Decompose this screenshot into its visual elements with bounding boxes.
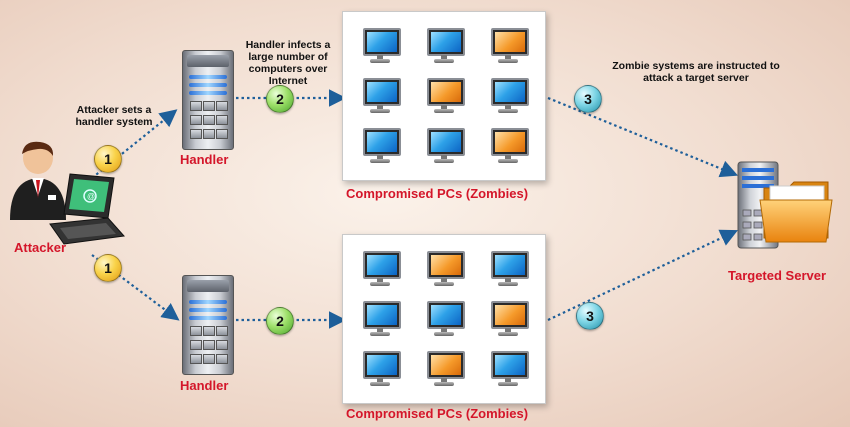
monitor-icon [489, 126, 529, 164]
attacker-figure: @ [8, 140, 128, 250]
monitor-icon [489, 349, 529, 387]
handler-label-bottom: Handler [180, 378, 229, 393]
monitor-icon [425, 349, 465, 387]
monitor-icon [489, 249, 529, 287]
monitor-icon [489, 299, 529, 337]
monitor-icon [425, 26, 465, 64]
monitor-icon [425, 126, 465, 164]
monitor-icon [361, 76, 401, 114]
note-zombies-instructed: Zombie systems are instructed to attack … [612, 60, 780, 84]
monitor-icon [361, 299, 401, 337]
target-label: Targeted Server [728, 268, 827, 283]
attacker-label: Attacker [14, 240, 67, 255]
monitor-icon [361, 126, 401, 164]
step-2-top: 2 [266, 85, 294, 113]
server-with-folder-icon [737, 161, 833, 249]
monitor-icon [425, 249, 465, 287]
arrow-zombies-to-target-bottom [547, 229, 738, 321]
monitor-icon [489, 26, 529, 64]
zombies-label-bottom: Compromised PCs (Zombies) [346, 406, 529, 421]
zombie-panel-top [342, 11, 546, 181]
monitor-icon [425, 299, 465, 337]
note-attacker-sets-handler: Attacker sets a handler system [75, 104, 153, 128]
arrow-zombies-to-target-top [547, 96, 739, 178]
target-server [736, 160, 836, 252]
monitor-icon [361, 249, 401, 287]
step-1-top: 1 [94, 145, 122, 173]
zombie-panel-bottom [342, 234, 546, 404]
step-3-bottom: 3 [576, 302, 604, 330]
server-tower-icon [182, 275, 234, 375]
zombies-label-top: Compromised PCs (Zombies) [346, 186, 529, 201]
monitor-icon [425, 76, 465, 114]
note-handler-infects: Handler infects a large number of comput… [245, 39, 331, 87]
monitor-icon [361, 349, 401, 387]
server-tower-icon [182, 50, 234, 150]
svg-text:@: @ [87, 192, 95, 201]
step-1-bottom: 1 [94, 254, 122, 282]
handler-label-top: Handler [180, 152, 229, 167]
handler-server-top [182, 50, 234, 150]
attacker-icon: @ [10, 141, 125, 245]
monitor-icon [361, 26, 401, 64]
monitor-icon [489, 76, 529, 114]
step-2-bottom: 2 [266, 307, 294, 335]
step-3-top: 3 [574, 85, 602, 113]
handler-server-bottom [182, 275, 234, 375]
